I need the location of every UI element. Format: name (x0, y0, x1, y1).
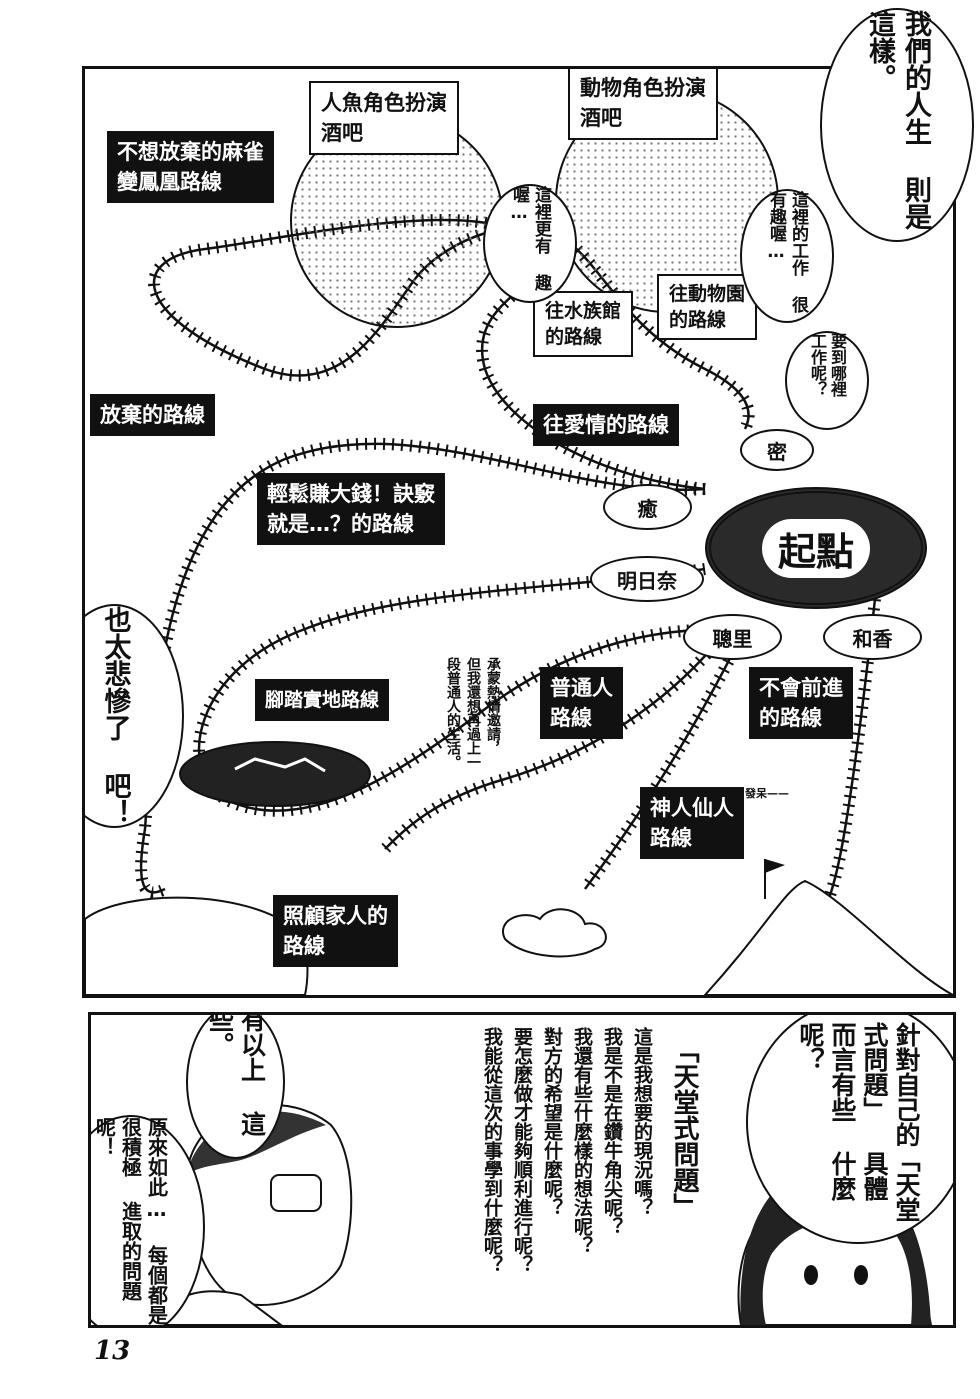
speech-bubble-man: 有以上 這些。 (186, 1012, 285, 1159)
station-yu: 癒 (603, 484, 692, 530)
label-normal-route: 普通人 路線 (540, 667, 623, 739)
speech-zoo-text: 這裡的工作 很有趣喔… (766, 191, 808, 313)
speech-aquarium-text: 這裡更有 趣喔… (509, 186, 551, 291)
question-item: 我還有些什麼樣的想法呢？ (571, 1027, 593, 1255)
sign-aquarium-route: 往水族館 的路線 (533, 291, 634, 357)
speech-where-text: 要到哪裡 工作呢？ (808, 333, 847, 397)
speech-bubble-intro: 我們的人生 則是這樣。 (820, 8, 974, 242)
station-satori: 聰里 (683, 614, 782, 660)
station-mi: 密 (740, 429, 814, 471)
question-item: 這是我想要的現況嗎？ (631, 1027, 653, 1217)
label-giveup-route: 放棄的路線 (90, 394, 215, 436)
label-love-route: 往愛情的路線 (533, 404, 679, 446)
label-steady-route: 腳踏實地路線 (255, 679, 390, 721)
sign-zoo-route: 往動物園 的路線 (657, 274, 758, 340)
speech-intro-text: 我們的人生 則是這樣。 (864, 10, 931, 230)
question-item: 我是不是在鑽牛角尖呢？ (601, 1027, 623, 1236)
speech-girl-text: 針對自己的「天堂式問題」 具體而言有些 什麼呢？ (796, 1022, 921, 1222)
question-item: 我能從這次的事學到什麼呢？ (481, 1027, 503, 1274)
panel-roadmap: 人魚角色扮演 酒吧 動物角色扮演 酒吧 不想放棄的麻雀 變鳳凰路線 放棄的路線 … (82, 66, 956, 998)
questions-list-title: 「天堂式問題」 (669, 1037, 699, 1219)
station-start: 起點 (705, 487, 927, 609)
label-mahjong-route: 不想放棄的麻雀 變鳳凰路線 (107, 131, 274, 203)
question-item: 對方的希望是什麼呢？ (541, 1027, 563, 1217)
speech-too-sad-text: 也太悲慘了 吧！ (99, 606, 131, 826)
label-mermaid-bar: 人魚角色扮演 酒吧 (309, 81, 459, 155)
station-waka: 和香 (823, 614, 922, 660)
label-no-progress-route: 不會前進 的路線 (749, 667, 853, 739)
label-easy-money-route: 輕鬆賺大錢！訣竅 就是…？的路線 (257, 473, 445, 545)
speech-bubble-where: 要到哪裡 工作呢？ (785, 331, 869, 430)
panel-questions: 有以上 這些。 原來如此… 每個都是很積極 進取的問題呢！ 針對自己的「天堂式問… (88, 1012, 956, 1328)
reply-text: 承蒙熱情邀請， 但我還想再過上一 段普通人的生活。 (445, 657, 501, 769)
questions-list: 這是我想要的現況嗎？ 我是不是在鑽牛角尖呢？ 我還有些什麼樣的想法呢？ 對方的希… (481, 1027, 653, 1274)
speech-bubble-girl: 針對自己的「天堂式問題」 具體而言有些 什麼呢？ (746, 1015, 953, 1244)
label-divine-route: 神人仙人 路線 (640, 787, 744, 859)
speech-bubble-aquarium: 這裡更有 趣喔… (483, 184, 577, 303)
blink-sfx: 發呆—— (745, 787, 789, 800)
speech-man-text: 有以上 這些。 (205, 1012, 267, 1136)
speech-man2-text: 原來如此… 每個都是很積極 進取的問題呢！ (92, 1117, 169, 1325)
speech-bubble-zoo: 這裡的工作 很有趣喔… (740, 189, 834, 323)
label-animal-bar: 動物角色扮演 酒吧 (568, 69, 718, 140)
railway-tracks (85, 213, 953, 995)
question-item: 要怎麼做才能夠順利進行呢？ (511, 1027, 533, 1274)
label-family-route: 照顧家人的 路線 (273, 895, 398, 967)
station-asuna: 明日奈 (590, 556, 704, 602)
page-number: 13 (94, 1336, 131, 1366)
station-start-label: 起點 (761, 518, 870, 578)
